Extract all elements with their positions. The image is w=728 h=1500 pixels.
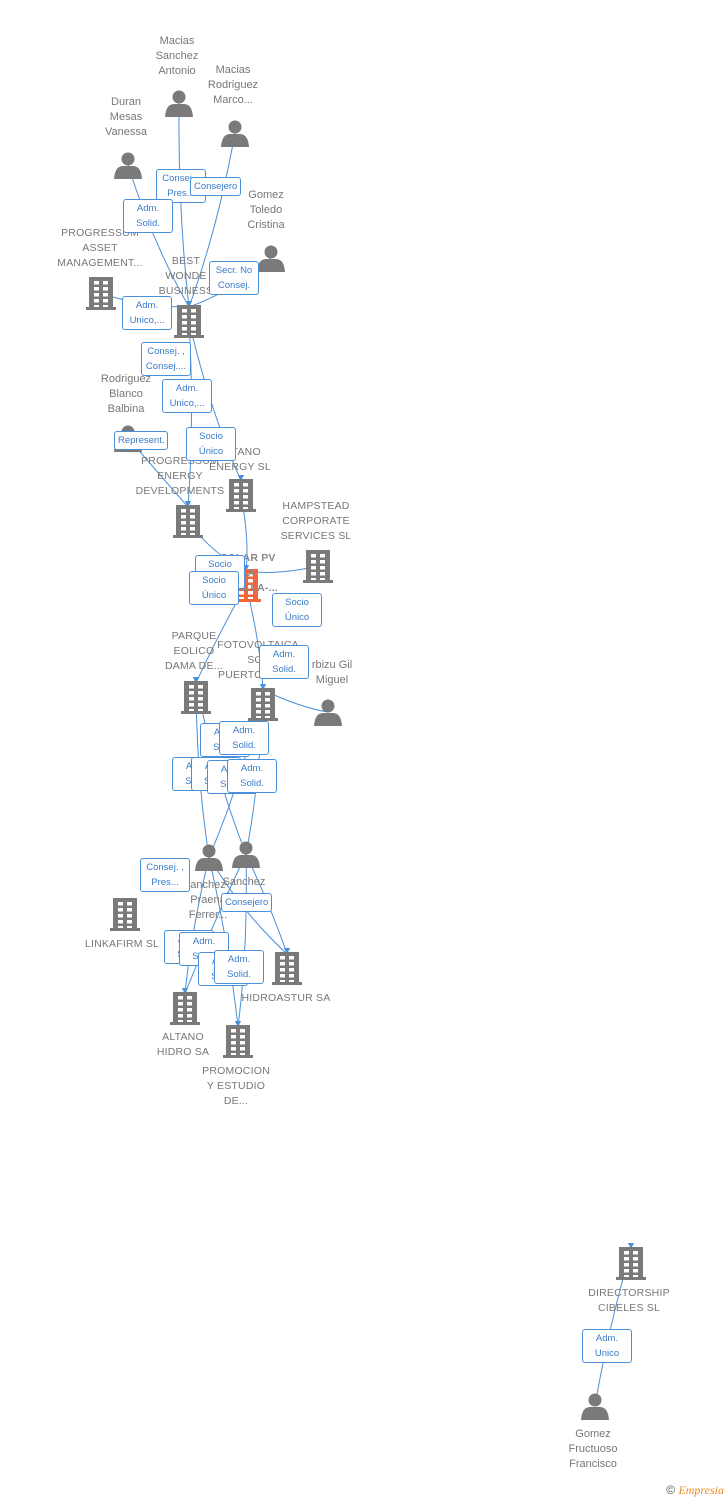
role-label[interactable]: Socio Único (272, 593, 322, 627)
role-label[interactable]: Consej. , Pres... (140, 858, 190, 892)
role-label[interactable]: Adm. Solid. (214, 950, 264, 984)
edge (188, 320, 242, 482)
role-label[interactable]: Adm. Solid. (219, 721, 269, 755)
edge (178, 102, 190, 308)
arrow-head (238, 475, 244, 481)
company-node-label[interactable]: LINKAFIRM SL (84, 938, 160, 950)
building-icon[interactable] (173, 505, 203, 538)
person-icon[interactable] (221, 120, 249, 148)
arrow-head (235, 1021, 241, 1027)
arrow-head (260, 684, 266, 690)
role-label[interactable]: Represent. (114, 431, 169, 450)
person-icon[interactable] (314, 699, 342, 727)
building-icon[interactable] (181, 681, 211, 714)
person-node-label[interactable]: Duran Mesas Vanessa (105, 96, 147, 138)
person-node-label[interactable]: Gomez Fructuoso Francisco (568, 1428, 618, 1470)
node-icons (86, 90, 646, 1421)
role-label[interactable]: Consejero (221, 893, 273, 912)
role-label[interactable]: Socio Único (189, 571, 239, 605)
role-label[interactable]: Socio Único (186, 427, 236, 461)
building-icon[interactable] (272, 952, 302, 985)
building-icon[interactable] (223, 1025, 253, 1058)
role-label[interactable]: Consej. , Consej.... (141, 342, 191, 376)
edge (184, 856, 210, 995)
role-label[interactable]: Adm. Solid. (259, 645, 309, 679)
arrow-head (284, 948, 290, 954)
role-label[interactable]: Adm. Solid. (227, 759, 277, 793)
role-label[interactable]: Adm. Unico (582, 1329, 632, 1363)
role-label[interactable]: Adm. Solid. (123, 199, 173, 233)
building-icon[interactable] (616, 1247, 646, 1280)
building-icon[interactable] (226, 479, 256, 512)
building-icon[interactable] (110, 898, 140, 931)
arrow-head (193, 677, 199, 683)
person-icon[interactable] (581, 1393, 609, 1421)
arrow-head (628, 1243, 634, 1249)
company-node-label[interactable]: ALTANO HIDRO SA (156, 1031, 210, 1058)
person-node-label[interactable]: Gomez Toledo Cristina (247, 189, 285, 231)
arrow-head (185, 501, 191, 507)
company-node-label[interactable]: PROMOCION Y ESTUDIO DE... (202, 1065, 270, 1107)
empresia-logo[interactable]: Empresia (678, 1483, 724, 1497)
person-icon[interactable] (232, 841, 260, 869)
edge (188, 132, 236, 308)
person-icon[interactable] (165, 90, 193, 118)
building-icon[interactable] (248, 688, 278, 721)
company-node-label[interactable]: DIRECTORSHIP CIBELES SL (588, 1287, 670, 1314)
edge (127, 164, 190, 308)
role-label[interactable]: Consejero (190, 177, 242, 196)
role-label[interactable]: Consej. , Pres... (156, 169, 206, 203)
building-icon[interactable] (303, 550, 333, 583)
edge (237, 853, 247, 1028)
person-node-label[interactable]: anchez Praena Ferrer... (188, 879, 228, 921)
arrow-head (182, 988, 188, 994)
person-icon[interactable] (114, 152, 142, 180)
company-node-label[interactable]: HAMPSTEAD CORPORATE SERVICES SL (280, 500, 352, 542)
company-node-label[interactable]: HIDROASTUR SA (241, 992, 331, 1004)
person-icon[interactable] (195, 844, 223, 872)
company-node-label[interactable]: BEST WONDE BUSINESS (158, 255, 214, 297)
footer: © Empresia (666, 1483, 724, 1498)
company-node-label[interactable]: PARQUE EOLICO DAMA DE... (164, 630, 223, 672)
role-label[interactable]: Secr. No Consej. (209, 261, 259, 295)
person-node-label[interactable]: Macias Sanchez Antonio (155, 35, 199, 77)
building-icon[interactable] (170, 992, 200, 1025)
person-node-label[interactable]: Rodriguez Blanco Balbina (100, 373, 152, 415)
role-label[interactable]: Adm. Unico,... (122, 296, 172, 330)
role-label[interactable]: Adm. Unico,... (162, 379, 212, 413)
building-icon[interactable] (174, 305, 204, 338)
arrow-head (186, 301, 192, 307)
person-node-label[interactable]: Macias Rodriguez Marco... (207, 64, 259, 106)
edge (184, 853, 247, 995)
person-node-label[interactable]: rbizu Gil Miguel (311, 659, 353, 686)
company-node-label[interactable]: PROGRESSUM ASSET MANAGEMENT... (57, 227, 143, 269)
copyright-icon: © (666, 1483, 676, 1497)
person-icon[interactable] (257, 245, 285, 273)
building-icon[interactable] (86, 277, 116, 310)
